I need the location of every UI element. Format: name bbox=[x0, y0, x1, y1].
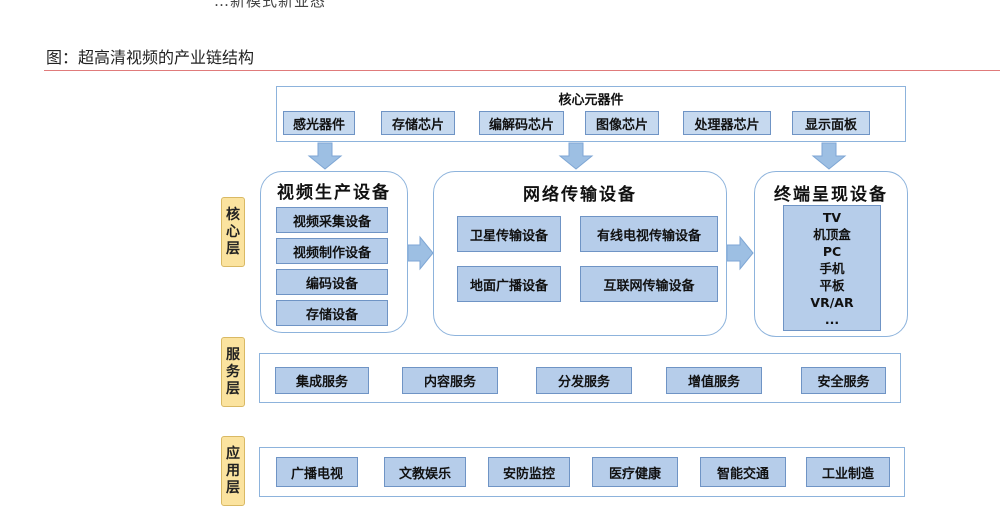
terminal-device: PC bbox=[822, 243, 842, 259]
component-chip: 显示面板 bbox=[792, 111, 870, 135]
service-item: 增值服务 bbox=[666, 367, 762, 394]
terminal-device: 机顶盒 bbox=[813, 226, 851, 242]
application-layer-panel bbox=[259, 447, 905, 497]
cropped-previous-text: …新模式新业态 bbox=[214, 0, 327, 10]
layer-char: 用 bbox=[226, 462, 240, 479]
application-item: 安防监控 bbox=[488, 457, 570, 487]
arrow-down-to-network bbox=[558, 142, 594, 170]
production-equipment-group: 视频生产设备 bbox=[260, 171, 408, 333]
component-chip: 处理器芯片 bbox=[683, 111, 771, 135]
production-item: 视频采集设备 bbox=[276, 207, 388, 233]
component-chip: 存储芯片 bbox=[381, 111, 455, 135]
terminal-device: 手机 bbox=[819, 260, 845, 276]
application-item: 文教娱乐 bbox=[384, 457, 466, 487]
arrow-down-to-production bbox=[307, 142, 343, 170]
layer-char: 层 bbox=[226, 479, 240, 496]
service-item: 集成服务 bbox=[275, 367, 369, 394]
terminal-device: VR/AR bbox=[810, 294, 854, 310]
component-chip: 编解码芯片 bbox=[479, 111, 564, 135]
terminal-device: 平板 bbox=[819, 277, 845, 293]
terminal-device: ... bbox=[824, 311, 840, 327]
network-item: 地面广播设备 bbox=[457, 266, 561, 302]
title-divider bbox=[44, 70, 1000, 71]
terminal-device-list: TV 机顶盒 PC 手机 平板 VR/AR ... bbox=[783, 205, 881, 331]
network-item: 卫星传输设备 bbox=[457, 216, 561, 252]
network-item: 互联网传输设备 bbox=[580, 266, 718, 302]
terminal-device: TV bbox=[822, 209, 842, 225]
network-equipment-group: 网络传输设备 bbox=[433, 171, 727, 336]
terminal-equipment-group: 终端呈现设备 bbox=[754, 171, 908, 337]
service-layer-tag: 服 务 层 bbox=[221, 337, 245, 407]
application-layer-tag: 应 用 层 bbox=[221, 436, 245, 506]
production-title: 视频生产设备 bbox=[277, 183, 391, 203]
layer-char: 心 bbox=[226, 223, 240, 240]
service-item: 安全服务 bbox=[801, 367, 886, 394]
layer-char: 务 bbox=[226, 363, 240, 380]
component-chip: 图像芯片 bbox=[585, 111, 659, 135]
core-components-title: 核心元器件 bbox=[558, 93, 624, 108]
arrow-network-to-terminal bbox=[726, 235, 754, 271]
production-item: 编码设备 bbox=[276, 269, 388, 295]
service-item: 分发服务 bbox=[536, 367, 632, 394]
application-item: 智能交通 bbox=[700, 457, 786, 487]
layer-char: 应 bbox=[226, 445, 240, 462]
arrow-production-to-network bbox=[407, 235, 434, 271]
production-item: 视频制作设备 bbox=[276, 238, 388, 264]
layer-char: 层 bbox=[226, 240, 240, 257]
terminal-title: 终端呈现设备 bbox=[774, 185, 888, 205]
arrow-down-to-terminal bbox=[811, 142, 847, 170]
layer-char: 服 bbox=[226, 346, 240, 363]
application-item: 工业制造 bbox=[806, 457, 890, 487]
figure-title: 图：超高清视频的产业链结构 bbox=[46, 48, 255, 67]
layer-char: 层 bbox=[226, 380, 240, 397]
component-chip: 感光器件 bbox=[283, 111, 355, 135]
layer-char: 核 bbox=[226, 206, 240, 223]
application-item: 医疗健康 bbox=[592, 457, 678, 487]
service-item: 内容服务 bbox=[402, 367, 498, 394]
application-item: 广播电视 bbox=[276, 457, 358, 487]
network-title: 网络传输设备 bbox=[523, 185, 637, 205]
production-item: 存储设备 bbox=[276, 300, 388, 326]
core-layer-tag: 核 心 层 bbox=[221, 197, 245, 267]
network-item: 有线电视传输设备 bbox=[580, 216, 718, 252]
